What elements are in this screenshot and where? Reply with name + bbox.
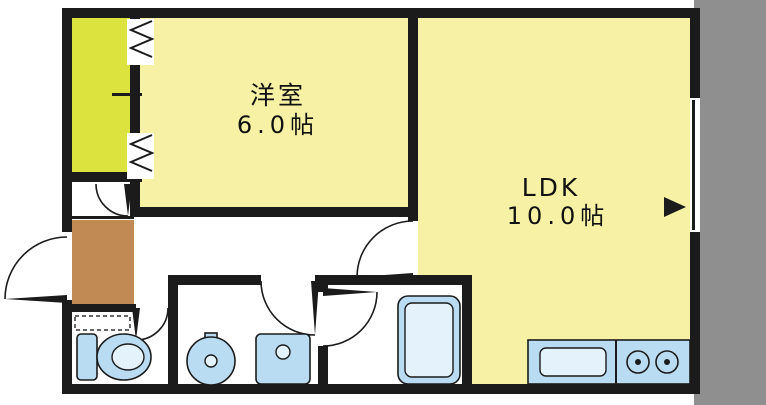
ldk-label: LDK xyxy=(522,173,581,202)
entrance-door-arc xyxy=(4,236,68,300)
window-divider-tick xyxy=(112,93,142,96)
toilet-shelf-dashed xyxy=(74,315,131,331)
ldk-size-label: 10.0帖 xyxy=(507,202,609,230)
window-zigzag-top-icon xyxy=(128,20,155,58)
stove-burner-right xyxy=(655,350,679,374)
exterior-gray-strip xyxy=(694,0,766,405)
kitchen-sink-icon xyxy=(539,347,607,377)
outer-wall-top xyxy=(62,8,700,18)
genkan-step-line xyxy=(72,216,134,219)
bathroom-door-leaf xyxy=(323,288,377,296)
wall-balcony-bottom xyxy=(62,172,142,182)
ldk-door xyxy=(356,220,414,281)
wall-washroom-left xyxy=(168,275,178,394)
outer-wall-bottom xyxy=(62,384,700,394)
washroom-door-leaf xyxy=(311,281,319,335)
outer-wall-left-lower xyxy=(62,300,72,394)
ldk-door-leaf xyxy=(357,273,413,281)
closet-door-leaf xyxy=(124,184,132,216)
stove-burner-left xyxy=(626,350,650,374)
wall-balcony-bedroom xyxy=(130,8,140,217)
outer-wall-right-upper xyxy=(690,8,700,98)
wall-bedroom-hall xyxy=(130,207,418,217)
ldk-floor-upper xyxy=(418,18,690,275)
ldk-door-arc xyxy=(356,220,414,278)
entrance-door xyxy=(4,236,68,303)
washer-pan-drain xyxy=(275,344,291,360)
wall-washroom-top-left xyxy=(168,275,261,285)
wall-bath-divider-lower xyxy=(318,346,328,384)
bedroom-size-label: 6.0帖 xyxy=(237,111,319,139)
bathroom-door-arc xyxy=(322,291,378,347)
bathroom-door xyxy=(322,288,378,347)
wall-toilet-top xyxy=(62,304,136,312)
kitchen-counter xyxy=(527,339,691,385)
wall-washroom-top-right xyxy=(315,275,470,285)
bedroom-floor xyxy=(140,18,408,207)
genkan-floor xyxy=(72,220,134,304)
bathtub-inner xyxy=(404,302,454,378)
washbasin-icon xyxy=(186,332,236,386)
closet-door-arc xyxy=(95,183,129,217)
toilet-door-leaf xyxy=(132,308,140,340)
entrance-door-leaf xyxy=(5,295,67,303)
window-zigzag-bottom-icon xyxy=(128,134,155,172)
closet-door xyxy=(95,183,132,217)
toilet-bowl-inner xyxy=(111,343,145,371)
wall-bath-ldk xyxy=(462,275,472,384)
window-right-glass-line xyxy=(692,100,695,230)
stove-burner-right-dot xyxy=(664,359,670,365)
toilet-tank xyxy=(76,333,98,381)
toilet-icon xyxy=(76,333,152,381)
stove-burner-left-dot xyxy=(635,359,641,365)
washer-pan-icon xyxy=(255,333,311,385)
wall-ldk-left-upper xyxy=(408,8,418,221)
outer-wall-right-lower xyxy=(690,232,700,394)
window-arrow-icon xyxy=(664,197,686,217)
bathtub-icon xyxy=(397,295,461,385)
bedroom-label: 洋室 xyxy=(250,81,306,110)
washbasin-drain xyxy=(204,354,218,368)
outer-wall-left-upper xyxy=(62,8,72,232)
